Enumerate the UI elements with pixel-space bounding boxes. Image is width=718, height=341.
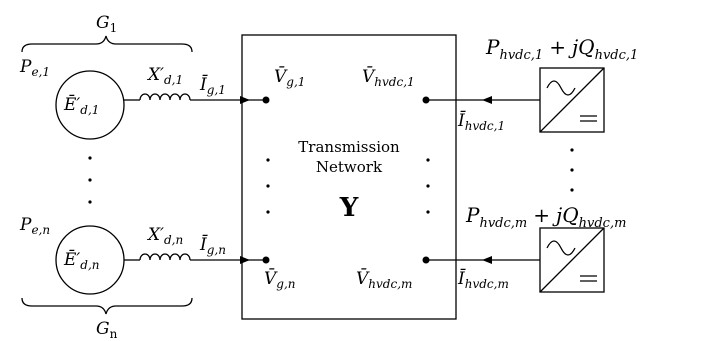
network-label-line1: Transmission <box>298 138 400 156</box>
current-arrow-n <box>240 256 250 264</box>
current-label-n: Īg,n <box>199 234 226 257</box>
emf-label-1: Ē′d,1 <box>63 94 99 117</box>
converter-box-m <box>539 227 605 293</box>
group-brace-bottom <box>21 297 193 315</box>
generator-dots <box>88 156 92 204</box>
transmission-network-box <box>241 34 457 320</box>
current-label-1: Īg,1 <box>199 74 226 97</box>
group-label-gn: Gn <box>96 319 118 341</box>
current-arrow-1 <box>240 96 250 104</box>
hvdc-power-label-1: Phvdc,1+jQhvdc,1 <box>485 35 638 63</box>
ac-sine-icon <box>546 240 576 256</box>
hvdc-current-arrow-1 <box>482 96 492 104</box>
bus-voltage-label-n: V̄g,n <box>264 267 296 291</box>
power-label-1: Pe,1 <box>19 57 50 79</box>
group-brace-top <box>21 35 193 53</box>
hvdc-dots <box>570 148 574 192</box>
network-dots-left <box>266 158 270 214</box>
hvdc-current-arrow-m <box>482 256 492 264</box>
generator-n: Pe,n Ē′d,n X′d,n Īg,n V̄g,n Gn <box>19 215 296 341</box>
hvdc-converter-1: Phvdc,1+jQhvdc,1 V̄hvdc,1 Īhvdc,1 <box>362 35 638 133</box>
generator-1: G1 Pe,1 Ē′d,1 X′d,1 Īg,1 V̄g,1 <box>19 13 305 140</box>
synchronous-machine-1 <box>55 70 125 140</box>
admittance-matrix-label: Y <box>339 193 359 223</box>
hvdc-voltage-label-m: V̄hvdc,m <box>356 267 412 291</box>
reactance-coil-1 <box>139 93 191 101</box>
hvdc-power-label-m: Phvdc,m+jQhvdc,m <box>465 203 626 231</box>
reactance-coil-n <box>139 253 191 261</box>
bus-voltage-label-1: V̄g,1 <box>274 65 305 89</box>
hvdc-current-label-m: Īhvdc,m <box>457 268 509 291</box>
hvdc-current-label-1: Īhvdc,1 <box>457 110 505 133</box>
hvdc-converter-m: Phvdc,m+jQhvdc,m V̄hvdc,m Īhvdc,m <box>356 203 626 293</box>
power-label-n: Pe,n <box>19 215 50 237</box>
converter-box-1 <box>539 67 605 133</box>
group-label-g1: G1 <box>96 13 117 35</box>
reactance-label-1: X′d,1 <box>146 65 183 87</box>
emf-label-n: Ē′d,n <box>63 249 100 272</box>
reactance-label-n: X′d,n <box>146 225 183 247</box>
bus-node-gn <box>262 256 270 264</box>
network-label-line2: Network <box>316 158 383 176</box>
network-dots-right <box>426 158 430 214</box>
bus-node-g1 <box>262 96 270 104</box>
ac-sine-icon <box>546 80 576 96</box>
hvdc-voltage-label-1: V̄hvdc,1 <box>362 65 415 89</box>
